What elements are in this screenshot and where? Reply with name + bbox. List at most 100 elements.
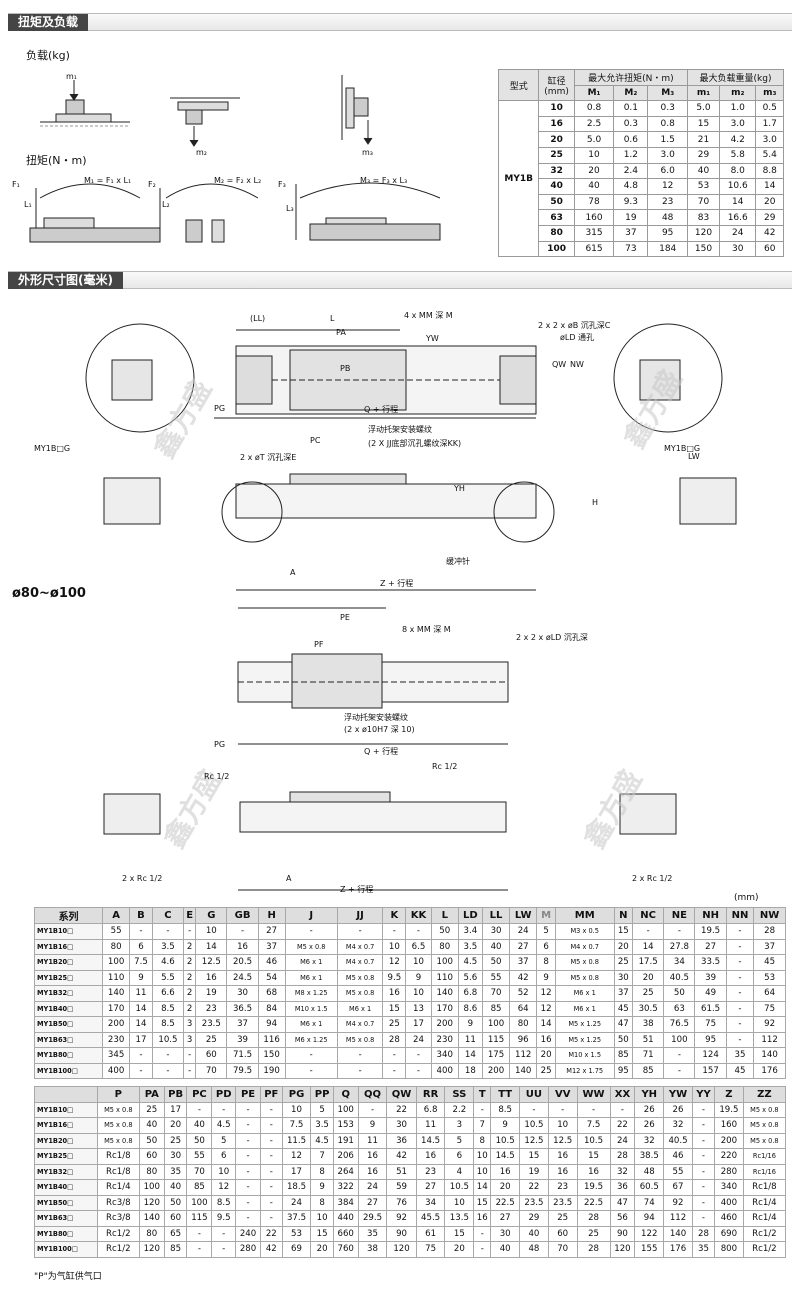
table-cell: 75 xyxy=(694,1016,727,1033)
dim-MM8: 8 x MM 深 M xyxy=(402,625,451,634)
table-cell: 240 xyxy=(235,1225,261,1242)
table-cell: 35 xyxy=(691,1241,716,1258)
column-header: P xyxy=(96,1086,140,1103)
table-cell: 36.5 xyxy=(226,1000,259,1017)
table-cell: M4 x 0.7 xyxy=(554,938,615,955)
table-cell: 8.0 xyxy=(718,162,757,180)
table-cell: 30 xyxy=(482,923,511,940)
table-cell: 440 xyxy=(332,1210,359,1227)
table-cell: MY1B40□ xyxy=(34,1179,98,1196)
table-cell: 14 xyxy=(536,1016,556,1033)
table-cell: 112 xyxy=(663,1210,693,1227)
column-header: QQ xyxy=(357,1086,388,1103)
table-cell: 70 xyxy=(186,1163,213,1180)
table-cell: 100 xyxy=(102,954,131,971)
table-cell: 200 xyxy=(482,1062,511,1079)
table-cell: - xyxy=(725,1000,755,1017)
column-header: H xyxy=(257,907,286,924)
table-cell: - xyxy=(235,1210,261,1227)
table-cell: 48 xyxy=(634,1163,665,1180)
table-cell: M6 x 1 xyxy=(284,954,338,971)
table-cell: 35 xyxy=(357,1225,388,1242)
table-cell: 28 xyxy=(609,1148,636,1165)
table-cell: 6 xyxy=(129,938,153,955)
dim-Q-stroke2: Q + 行程 xyxy=(364,747,399,756)
table-cell: 10 xyxy=(573,146,615,164)
rc12x2-right: 2 x Rc 1/2 xyxy=(632,874,673,883)
table-cell: 14 xyxy=(457,1047,484,1064)
table-cell: 21 xyxy=(687,131,720,148)
table-cell: MY1B10□ xyxy=(34,1101,98,1118)
dim-LL: (LL) xyxy=(250,314,266,323)
table-cell: 64 xyxy=(509,1000,538,1017)
table-cell: 80 xyxy=(102,938,131,955)
table-cell: - xyxy=(725,985,755,1002)
table-cell: 9 xyxy=(357,1117,388,1134)
table-cell: 75 xyxy=(753,1000,786,1017)
column-header: C xyxy=(151,907,185,924)
table-cell: 18 xyxy=(457,1062,484,1079)
table-cell: 95 xyxy=(694,1031,727,1048)
table-cell: 13 xyxy=(405,1000,432,1017)
table-cell: MY1B100□ xyxy=(34,1241,98,1258)
table-cell: 400 xyxy=(430,1062,459,1079)
table-cell: MY1B40□ xyxy=(33,1000,104,1017)
table-cell: 48 xyxy=(519,1241,549,1258)
table-cell: 2.5 xyxy=(573,115,615,133)
table-cell: MY1B80□ xyxy=(33,1047,104,1064)
table-cell: 0.6 xyxy=(613,131,649,148)
table-cell: 83 xyxy=(687,209,720,226)
table-cell: 176 xyxy=(753,1062,786,1079)
f2-label: F₂ xyxy=(148,180,156,189)
table-cell: 24.5 xyxy=(226,969,259,986)
table-cell: M5 x 0.8 xyxy=(96,1132,140,1149)
table-cell: - xyxy=(284,1047,338,1064)
table-cell: 25 xyxy=(576,1225,611,1242)
table-cell: 54 xyxy=(257,969,286,986)
table-cell: 25 xyxy=(382,1016,407,1033)
table-cell: 170 xyxy=(102,1000,131,1017)
table-cell: 140 xyxy=(138,1210,165,1227)
table-cell: 22 xyxy=(519,1179,549,1196)
table-cell: 5.6 xyxy=(457,969,484,986)
table-cell: 40 xyxy=(519,1225,549,1242)
table-cell: 0.3 xyxy=(647,100,689,117)
table-cell: 12 xyxy=(281,1148,312,1165)
column-header: M xyxy=(536,907,556,924)
table-cell: - xyxy=(151,923,185,940)
table-cell: 8 xyxy=(310,1163,334,1180)
table-cell: M5 x 0.8 xyxy=(96,1117,140,1134)
table-cell: 37 xyxy=(509,954,538,971)
table-cell: 110 xyxy=(102,969,131,986)
table-cell: 32 xyxy=(634,1132,665,1149)
table-cell: 3.5 xyxy=(151,938,185,955)
table-cell: - xyxy=(259,1163,283,1180)
dim-LW: LW xyxy=(688,452,700,461)
table-cell: 120 xyxy=(138,1194,165,1211)
table-cell: 9 xyxy=(129,969,153,986)
table-cell: 30 xyxy=(226,985,259,1002)
table-cell: 16 xyxy=(415,1148,446,1165)
table-cell: - xyxy=(284,923,338,940)
column-header: TT xyxy=(490,1086,521,1103)
table-cell: 64 xyxy=(753,985,786,1002)
table-cell: 12 xyxy=(647,178,689,195)
table-cell: 50 xyxy=(663,985,696,1002)
table-cell: 264 xyxy=(332,1163,359,1180)
table-cell: M6 x 1 xyxy=(554,985,615,1002)
column-header: GB xyxy=(226,907,259,924)
table-cell: 15 xyxy=(382,1000,407,1017)
table-cell: 94 xyxy=(257,1016,286,1033)
table-cell: 15 xyxy=(444,1225,475,1242)
table-cell: 36 xyxy=(386,1132,417,1149)
table-cell: 6 xyxy=(444,1148,475,1165)
table-cell: 63 xyxy=(538,209,575,226)
column-header: YW xyxy=(663,1086,693,1103)
